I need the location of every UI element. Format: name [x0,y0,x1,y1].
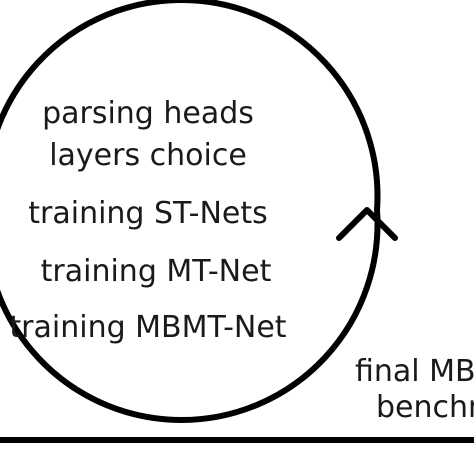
step-parsing-heads: parsing heads [42,96,254,131]
step-training-st-nets: training ST-Nets [28,196,268,231]
final-label-line-1: final MB [355,354,474,389]
step-training-mt-net: training MT-Net [41,254,272,289]
loop-circle [0,0,381,423]
final-label-line-2: benchm [376,390,474,425]
upward-arrowhead [336,207,398,241]
step-training-mbmt-net: training MBMT-Net [9,310,286,345]
step-layers-choice: layers choice [49,138,247,173]
